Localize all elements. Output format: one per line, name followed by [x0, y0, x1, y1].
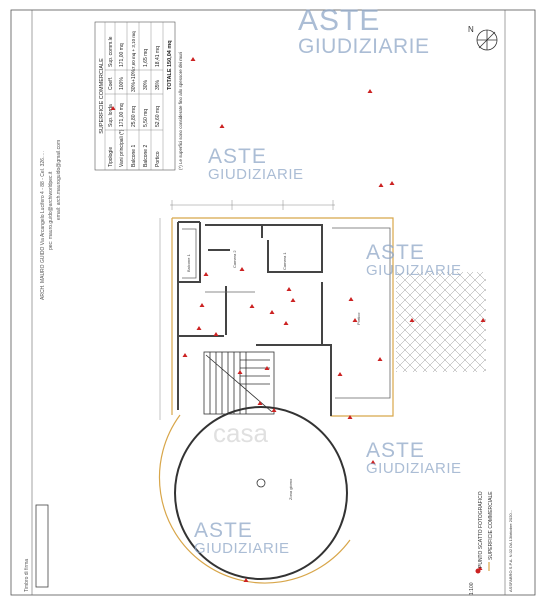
- room-label: Zona giorno: [288, 478, 293, 500]
- table-cell: 171,00 mq: [119, 103, 125, 127]
- table-cell: 1,65 mq: [143, 49, 149, 67]
- table-cell: 7,60 mq + 3,10 mq: [131, 31, 136, 69]
- table-cell: 52,60 mq: [155, 106, 161, 127]
- photo-point-icon: [290, 298, 296, 302]
- legend-scale: 1:100: [469, 582, 475, 595]
- table-header: Sup. lorda: [108, 104, 114, 127]
- north-arrow-icon: N: [468, 25, 498, 51]
- room-label: Camera 2: [232, 250, 237, 268]
- architect-info: ARCH. MAURO GUIDO Via Arcangelo Lucifero…: [40, 140, 62, 300]
- photo-point-icon: [286, 287, 292, 291]
- photo-point-icon: [269, 310, 275, 314]
- thin-walls: [182, 227, 391, 399]
- photo-point-icon: [367, 89, 373, 93]
- table-note: (*) Le superfici sono considerate fino a…: [178, 52, 183, 170]
- table-header: Coeff.: [108, 77, 114, 90]
- photo-point-icon: [409, 318, 415, 322]
- table-cell: Vani principali (*): [119, 129, 125, 167]
- table-cell: 25,80 mq: [131, 106, 137, 127]
- table-cell: 5,50 mq: [143, 109, 149, 127]
- surface-table: SUPERFICIE COMMERCIALE Tipologie Sup. lo…: [94, 21, 176, 171]
- legend: PUNTO SCATTO FOTOGRAFICO SUPERFICIE COMM…: [469, 491, 513, 595]
- photo-point-icon: [377, 357, 383, 361]
- photo-point-icon: [196, 326, 202, 330]
- photo-point-icon: [243, 578, 249, 582]
- photo-point-icon: [264, 366, 270, 370]
- photo-point-icon: [271, 408, 277, 412]
- photo-point-icon: [182, 353, 188, 357]
- walls: [177, 221, 332, 416]
- table-cell: 30%: [143, 79, 149, 90]
- sheet-border: [10, 9, 536, 596]
- top-dimension: [159, 200, 335, 420]
- watermark-casa: casa: [213, 418, 268, 448]
- photo-point-icon: [352, 318, 358, 322]
- photo-point-icon: [203, 272, 209, 276]
- architect-line1: ARCH. MAURO GUIDO Via Arcangelo Lucifero…: [40, 151, 46, 300]
- table-total-label: TOTALE: [167, 68, 173, 90]
- photo-point-icon: [199, 303, 205, 307]
- table-header: Tipologie: [108, 147, 114, 167]
- table-cell: 100%: [119, 77, 125, 90]
- photo-point-icon: [378, 183, 384, 187]
- round-room: [174, 406, 348, 580]
- photo-point-icon: [347, 415, 353, 419]
- table-cell: 35%: [155, 79, 161, 90]
- table-cell: Portico: [155, 151, 161, 167]
- legend-item-surface: SUPERFICIE COMMERCIALE: [488, 491, 494, 560]
- photo-point-icon: [237, 370, 243, 374]
- table-header: Sup. comm.le: [108, 36, 114, 67]
- table-cell: 30%+10%: [131, 69, 137, 92]
- photo-point-icon: [337, 372, 343, 376]
- photo-point-icon: [480, 318, 486, 322]
- architect-line3: email: arch.mauroguido@gmail.com: [56, 140, 62, 220]
- table-total-value: 150,04 mq: [167, 40, 173, 67]
- photo-point-icon: [190, 57, 196, 61]
- room-label: Balcone 1: [186, 253, 191, 272]
- north-label: N: [468, 25, 474, 34]
- room-label: Portico: [356, 312, 361, 325]
- legend-code: ASSFABRO S.P.A. N.02 DA 13/ottobre 2020.…: [508, 510, 513, 592]
- table-cell: Balcone 2: [143, 145, 149, 167]
- stairs: [203, 351, 275, 415]
- table-cell: Balcone 1: [131, 145, 137, 167]
- photo-point-icon: [110, 106, 116, 110]
- photo-point-icon: [249, 304, 255, 308]
- stamp-text: Timbro di firma: [24, 559, 30, 592]
- legend-item-photo: PUNTO SCATTO FOTOGRAFICO: [478, 491, 484, 568]
- table-cell: 171,00 mq: [119, 43, 125, 67]
- room-label: Camera 1: [282, 252, 287, 270]
- photo-point-icon: [370, 460, 376, 464]
- stamp-box: [35, 504, 49, 588]
- photo-point-icon: [389, 181, 395, 185]
- photo-point-icon: [283, 321, 289, 325]
- photo-point-icon: [219, 124, 225, 128]
- table-cell: 18,41 mq: [155, 46, 161, 67]
- photo-point-icon: [348, 297, 354, 301]
- table-title: SUPERFICIE COMMERCIALE: [99, 58, 105, 134]
- photo-point-icon: [239, 267, 245, 271]
- photo-point-icon: [257, 401, 263, 405]
- photo-point-icon: [213, 332, 219, 336]
- architect-line2: pec: mauro.guido@archiworldpec.it: [48, 171, 54, 250]
- photo-points: [110, 57, 486, 582]
